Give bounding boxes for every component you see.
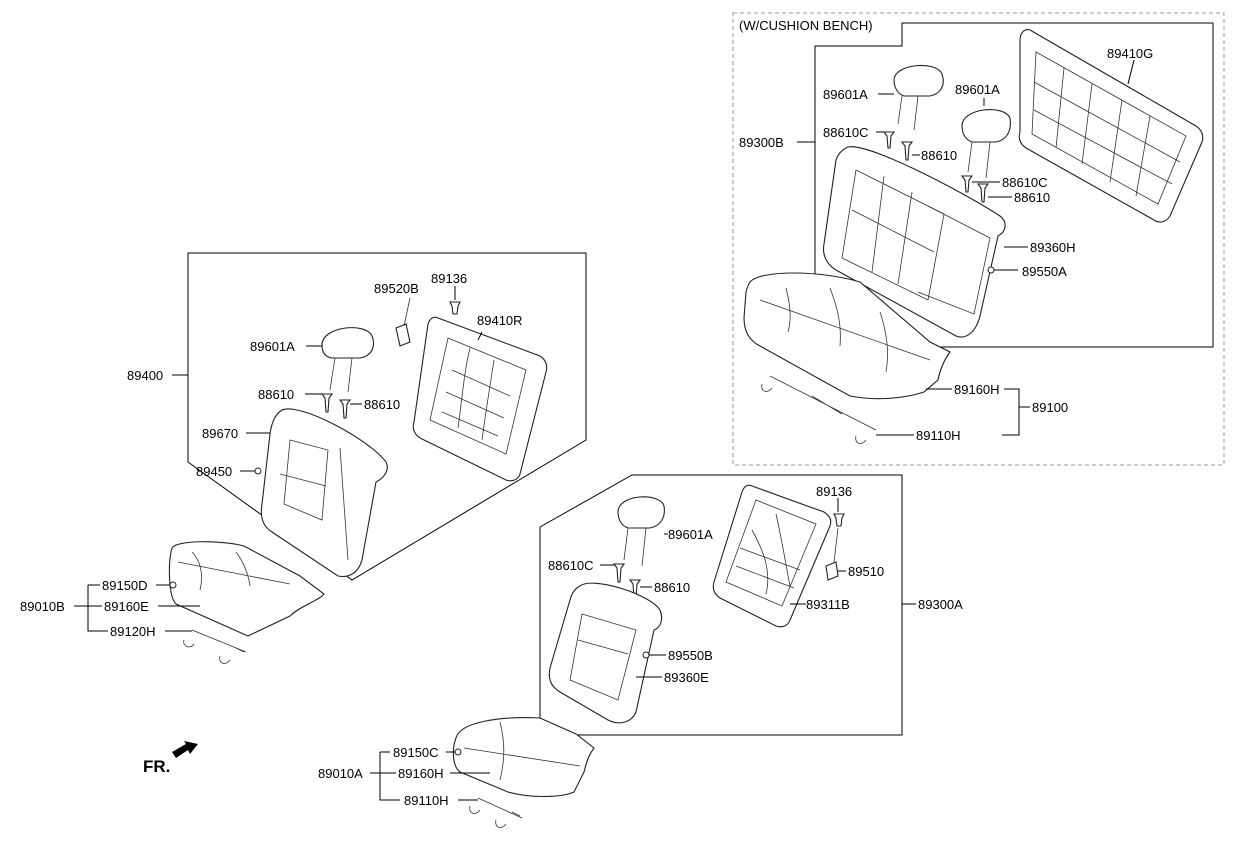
label-89510: 89510 bbox=[848, 564, 884, 579]
headrest-left bbox=[321, 327, 375, 393]
label-89160H-bottom: 89160H bbox=[398, 766, 444, 781]
label-88610-left-b: 88610 bbox=[364, 397, 400, 412]
label-cushion-bench: (W/CUSHION BENCH) bbox=[739, 18, 873, 33]
fr-arrow-icon bbox=[172, 741, 198, 758]
seatback-cover-mid bbox=[548, 582, 663, 724]
label-89300A: 89300A bbox=[918, 597, 963, 612]
label-88610C-tr-b: 88610C bbox=[1002, 175, 1048, 190]
front-direction-indicator: FR. bbox=[143, 741, 198, 776]
label-88610-tr-b: 88610 bbox=[1014, 190, 1050, 205]
label-89360H: 89360H bbox=[1030, 240, 1076, 255]
label-89160E: 89160E bbox=[104, 599, 149, 614]
group-89400-frame bbox=[187, 252, 587, 581]
bench-frame-89410G bbox=[1018, 29, 1204, 223]
label-89550A: 89550A bbox=[1022, 264, 1067, 279]
seatback-frame-89410R bbox=[412, 316, 548, 482]
label-88610C-tr-a: 88610C bbox=[823, 125, 869, 140]
label-89601A-tr-a: 89601A bbox=[823, 87, 868, 102]
cushion-bench-dashed-frame bbox=[732, 12, 1225, 466]
label-89410G: 89410G bbox=[1107, 46, 1153, 61]
label-89100: 89100 bbox=[1032, 400, 1068, 415]
group-89300A-frame bbox=[539, 474, 903, 736]
group-cushion-bench: (W/CUSHION BENCH) 89300B 89601A 89601A 8… bbox=[732, 12, 1225, 466]
label-fr: FR. bbox=[143, 757, 170, 776]
group-89300A: 89300A 89601A 88610C 88610 89550B 89360E bbox=[539, 474, 963, 736]
label-89010B: 89010B bbox=[20, 599, 65, 614]
bracket-89510 bbox=[825, 527, 839, 581]
label-89311B: 89311B bbox=[806, 597, 850, 612]
label-89010A: 89010A bbox=[318, 766, 363, 781]
label-88610-tr-a: 88610 bbox=[921, 148, 957, 163]
label-88610-left-a: 88610 bbox=[258, 387, 294, 402]
bench-cushion bbox=[743, 272, 951, 400]
guide-pins-tr bbox=[882, 131, 990, 203]
guide-pins-left bbox=[320, 393, 352, 419]
label-89520B: 89520B bbox=[374, 281, 419, 296]
label-89601A-left: 89601A bbox=[250, 339, 295, 354]
cushion-89010B bbox=[168, 541, 325, 637]
clip-89136-left bbox=[449, 301, 461, 315]
label-88610-mid: 88610 bbox=[654, 580, 690, 595]
wire-89110H-tr bbox=[761, 375, 877, 444]
clip-89136-mid bbox=[833, 513, 845, 527]
label-89360E: 89360E bbox=[664, 670, 709, 685]
label-89601A-tr-b: 89601A bbox=[955, 82, 1000, 97]
label-89136-mid: 89136 bbox=[816, 484, 852, 499]
label-89150C: 89150C bbox=[393, 745, 439, 760]
headrest-mid bbox=[617, 496, 665, 567]
headrest-tr-a bbox=[893, 64, 944, 131]
label-88610C-mid: 88610C bbox=[548, 558, 594, 573]
seatback-frame-89311B bbox=[712, 484, 832, 628]
label-89300B: 89300B bbox=[739, 135, 784, 150]
label-89410R: 89410R bbox=[477, 313, 523, 328]
bracket-89520B bbox=[395, 297, 411, 347]
label-89450: 89450 bbox=[196, 464, 232, 479]
wire-89120H bbox=[183, 629, 247, 664]
label-89160H-tr: 89160H bbox=[954, 382, 1000, 397]
label-89110H-bottom: 89110H bbox=[404, 793, 449, 808]
label-89550B: 89550B bbox=[668, 648, 713, 663]
group-89010B: 89150D 89160E 89120H 89010B bbox=[20, 541, 325, 664]
label-89136-left: 89136 bbox=[431, 271, 467, 286]
label-89150D: 89150D bbox=[102, 578, 148, 593]
group-89010A: 89150C 89160H 89110H 89010A bbox=[318, 717, 595, 828]
label-89110H-tr: 89110H bbox=[916, 428, 961, 443]
group-89400: 89400 89601A 88610 88610 89670 89450 bbox=[127, 252, 587, 581]
headrest-tr-b bbox=[961, 109, 1011, 179]
seatback-cover-left bbox=[260, 408, 388, 578]
label-89601A-mid: 89601A bbox=[668, 527, 713, 542]
bench-seatback-cover bbox=[822, 146, 1006, 338]
label-89670: 89670 bbox=[202, 426, 238, 441]
wire-89110H-bottom bbox=[469, 797, 523, 828]
label-89120H: 89120H bbox=[110, 624, 156, 639]
cushion-89010A bbox=[452, 717, 595, 797]
label-89400: 89400 bbox=[127, 368, 163, 383]
